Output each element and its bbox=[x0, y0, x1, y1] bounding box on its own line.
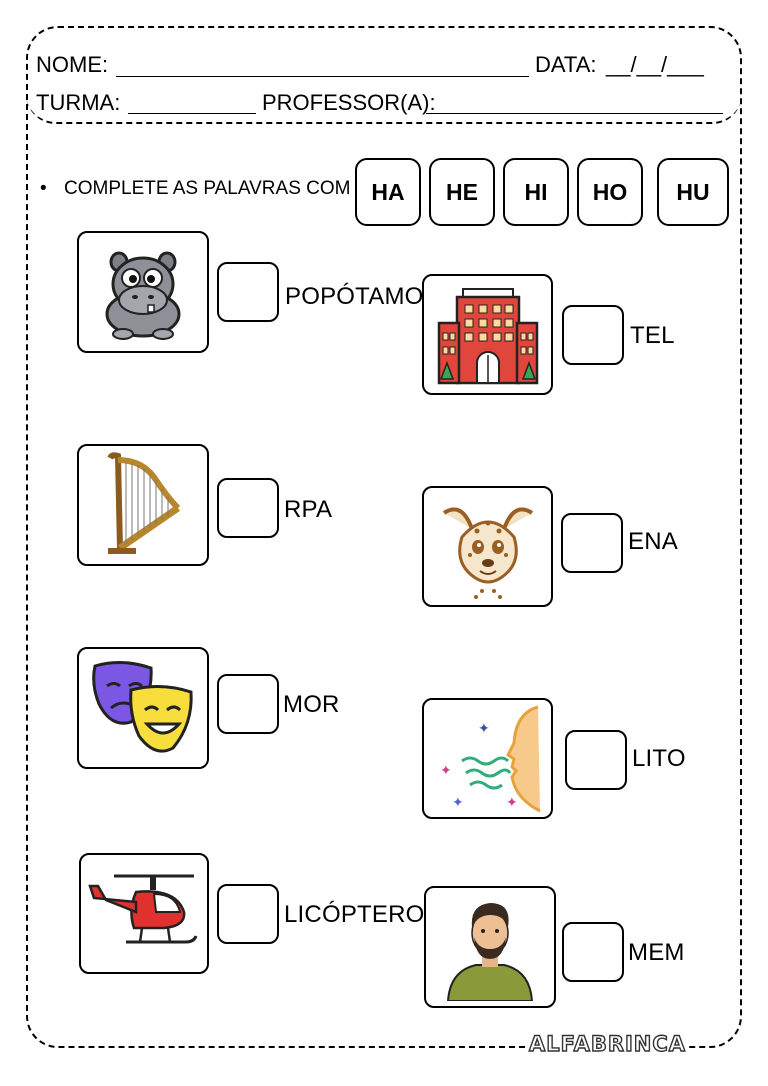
answer-box[interactable] bbox=[562, 922, 624, 982]
helicopter-picture bbox=[79, 853, 209, 974]
word-licoptero: LICÓPTERO bbox=[284, 901, 425, 928]
breath-icon: ✦ ✦ ✦ ✦ bbox=[440, 705, 541, 812]
hotel-icon bbox=[437, 287, 538, 384]
svg-text:✦: ✦ bbox=[478, 721, 490, 737]
hyena-picture bbox=[422, 486, 553, 607]
word-rpa: RPA bbox=[284, 496, 333, 523]
answer-box[interactable] bbox=[217, 478, 279, 538]
name-field[interactable] bbox=[116, 76, 529, 77]
word-tel: TEL bbox=[630, 322, 675, 349]
bullet: • bbox=[40, 178, 47, 199]
helicopter-icon bbox=[88, 874, 198, 943]
harp-picture bbox=[77, 444, 209, 566]
header-box bbox=[26, 26, 742, 124]
svg-text:✦: ✦ bbox=[506, 795, 518, 811]
brand-logo: ALFABRINCA bbox=[526, 1031, 690, 1057]
word-ena: ENA bbox=[628, 528, 678, 555]
breath-picture: ✦ ✦ ✦ ✦ bbox=[422, 698, 553, 819]
date-label: DATA: bbox=[535, 52, 597, 77]
hippo-picture bbox=[77, 231, 209, 353]
answer-box[interactable] bbox=[217, 674, 279, 734]
answer-box[interactable] bbox=[562, 305, 624, 365]
class-label: TURMA: bbox=[36, 90, 121, 115]
word-popotamo: POPÓTAMO bbox=[285, 283, 424, 310]
syllable-box-ho: HO bbox=[577, 158, 643, 226]
word-lito: LITO bbox=[632, 745, 686, 772]
instruction-text: COMPLETE AS PALAVRAS COM bbox=[64, 178, 351, 199]
teacher-field[interactable] bbox=[426, 113, 723, 114]
word-mem: MEM bbox=[628, 939, 685, 966]
instruction: • COMPLETE AS PALAVRAS COM bbox=[40, 178, 350, 200]
answer-box[interactable] bbox=[217, 262, 279, 322]
svg-text:✦: ✦ bbox=[440, 763, 452, 779]
hippo-icon bbox=[105, 251, 181, 340]
theater-masks-icon bbox=[92, 661, 193, 753]
teacher-label: PROFESSOR(A): bbox=[262, 90, 436, 115]
date-field[interactable]: __/__/___ bbox=[606, 52, 704, 77]
hyena-icon bbox=[442, 507, 533, 599]
svg-text:✦: ✦ bbox=[452, 795, 464, 811]
answer-box[interactable] bbox=[561, 513, 623, 573]
man-icon bbox=[446, 903, 534, 1001]
masks-picture bbox=[77, 647, 209, 769]
syllable-box-hu: HU bbox=[657, 158, 729, 226]
harp-icon bbox=[107, 452, 181, 554]
syllable-box-hi: HI bbox=[503, 158, 569, 226]
name-label: NOME: bbox=[36, 52, 109, 77]
answer-box[interactable] bbox=[217, 884, 279, 944]
syllable-box-ha: HA bbox=[355, 158, 421, 226]
hotel-picture bbox=[422, 274, 553, 395]
man-picture bbox=[424, 886, 556, 1008]
answer-box[interactable] bbox=[565, 730, 627, 790]
word-mor: MOR bbox=[283, 691, 340, 718]
syllable-box-he: HE bbox=[429, 158, 495, 226]
class-field[interactable] bbox=[128, 113, 256, 114]
worksheet-border bbox=[26, 26, 742, 1048]
